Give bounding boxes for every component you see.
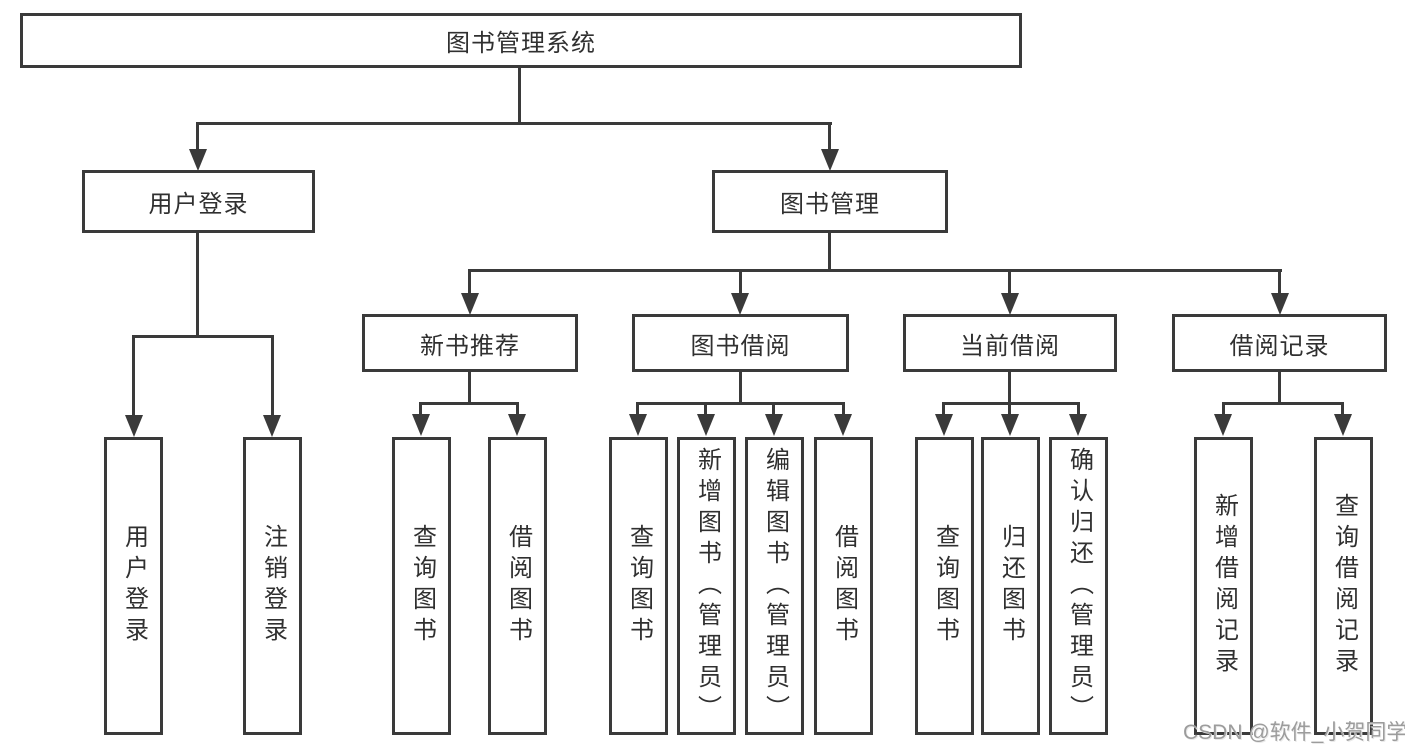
connector-groupC-shaft-3 bbox=[1077, 402, 1080, 418]
arrow-head bbox=[731, 293, 749, 315]
node-root-label: 图书管理系统 bbox=[446, 30, 596, 57]
connector-groupC-bar bbox=[942, 402, 1080, 405]
connector-book-mgmt-bar bbox=[468, 269, 1282, 272]
connector-groupD-trunk bbox=[1278, 372, 1281, 404]
arrow-head bbox=[765, 414, 783, 436]
connector-groupB-trunk bbox=[739, 372, 742, 404]
leaf-user-login-label: 用户登录 bbox=[120, 524, 148, 648]
connector-groupC-shaft-1 bbox=[942, 402, 945, 418]
connector-root-trunk bbox=[518, 68, 521, 122]
connector-groupD-bar bbox=[1222, 402, 1344, 405]
connector-l3-shaft-4 bbox=[1278, 269, 1281, 297]
connector-groupB-bar bbox=[636, 402, 845, 405]
arrow-head bbox=[1001, 293, 1019, 315]
connector-groupB-shaft-3 bbox=[772, 402, 775, 418]
leaf-current-query-books: 查询图书 bbox=[915, 437, 974, 735]
leaf-borrow-edit-books-admin-label: 编辑图书（管理员） bbox=[761, 446, 789, 726]
node-borrow-records-label: 借阅记录 bbox=[1229, 332, 1330, 360]
leaf-borrow-borrow-books-label: 借阅图书 bbox=[830, 524, 858, 648]
connector-root-right-shaft bbox=[828, 122, 831, 152]
connector-user-login-bar bbox=[132, 335, 274, 338]
csdn-watermark: CSDN @软件_小贺同学 bbox=[1183, 721, 1405, 744]
leaf-logout-label: 注销登录 bbox=[259, 524, 287, 648]
leaf-records-query-record: 查询借阅记录 bbox=[1314, 437, 1373, 735]
leaf-records-add-record-label: 新增借阅记录 bbox=[1210, 493, 1238, 679]
connector-groupC-trunk bbox=[1008, 372, 1011, 404]
connector-groupA-trunk bbox=[468, 372, 471, 404]
node-current-borrow: 当前借阅 bbox=[903, 314, 1117, 372]
arrow-head bbox=[1001, 414, 1019, 436]
arrow-head bbox=[189, 149, 207, 171]
connector-groupD-shaft-2 bbox=[1341, 402, 1344, 418]
connector-user-login-shaft-2 bbox=[271, 335, 274, 419]
node-new-book-recommend: 新书推荐 bbox=[362, 314, 578, 372]
leaf-borrow-add-books-admin: 新增图书（管理员） bbox=[677, 437, 736, 735]
leaf-records-query-record-label: 查询借阅记录 bbox=[1330, 493, 1358, 679]
node-user-login: 用户登录 bbox=[82, 170, 315, 233]
node-root: 图书管理系统 bbox=[20, 13, 1022, 68]
leaf-current-return-books: 归还图书 bbox=[981, 437, 1040, 735]
leaf-current-confirm-return-admin: 确认归还（管理员） bbox=[1049, 437, 1108, 735]
leaf-logout: 注销登录 bbox=[243, 437, 302, 735]
connector-user-login-shaft-1 bbox=[132, 335, 135, 419]
connector-groupC-shaft-2 bbox=[1008, 402, 1011, 418]
arrow-head bbox=[263, 415, 281, 437]
leaf-borrow-query-books-label: 查询图书 bbox=[625, 524, 653, 648]
connector-user-login-trunk bbox=[196, 233, 199, 338]
node-book-management-label: 图书管理 bbox=[780, 191, 880, 218]
arrow-head bbox=[412, 414, 430, 436]
node-borrow-records: 借阅记录 bbox=[1172, 314, 1387, 372]
connector-groupB-shaft-2 bbox=[704, 402, 707, 418]
leaf-borrow-edit-books-admin: 编辑图书（管理员） bbox=[745, 437, 804, 735]
connector-l3-shaft-1 bbox=[468, 269, 471, 297]
connector-groupB-shaft-4 bbox=[842, 402, 845, 418]
connector-book-mgmt-trunk bbox=[828, 233, 831, 272]
arrow-head bbox=[629, 414, 647, 436]
arrow-head bbox=[834, 414, 852, 436]
leaf-borrow-borrow-books: 借阅图书 bbox=[814, 437, 873, 735]
leaf-records-add-record: 新增借阅记录 bbox=[1194, 437, 1253, 735]
leaf-recommend-borrow-books: 借阅图书 bbox=[488, 437, 547, 735]
arrow-head bbox=[1069, 414, 1087, 436]
leaf-borrow-add-books-admin-label: 新增图书（管理员） bbox=[693, 446, 721, 726]
leaf-borrow-query-books: 查询图书 bbox=[609, 437, 668, 735]
connector-groupD-shaft-1 bbox=[1222, 402, 1225, 418]
arrow-head bbox=[697, 414, 715, 436]
leaf-current-confirm-return-admin-label: 确认归还（管理员） bbox=[1065, 446, 1093, 726]
node-book-borrow: 图书借阅 bbox=[632, 314, 849, 372]
node-user-login-label: 用户登录 bbox=[148, 191, 249, 218]
arrow-head bbox=[935, 414, 953, 436]
node-book-management: 图书管理 bbox=[712, 170, 948, 233]
leaf-recommend-borrow-books-label: 借阅图书 bbox=[504, 524, 532, 648]
connector-groupA-bar bbox=[419, 402, 519, 405]
node-book-borrow-label: 图书借阅 bbox=[690, 332, 791, 360]
node-current-borrow-label: 当前借阅 bbox=[960, 332, 1060, 360]
node-new-book-recommend-label: 新书推荐 bbox=[420, 332, 520, 360]
connector-root-bar bbox=[197, 122, 832, 125]
connector-l3-shaft-2 bbox=[739, 269, 742, 297]
connector-groupB-shaft-1 bbox=[636, 402, 639, 418]
leaf-user-login: 用户登录 bbox=[104, 437, 163, 735]
arrow-head bbox=[821, 149, 839, 171]
arrow-head bbox=[1214, 414, 1232, 436]
arrow-head bbox=[1271, 293, 1289, 315]
leaf-recommend-query-books: 查询图书 bbox=[392, 437, 451, 735]
connector-l3-shaft-3 bbox=[1008, 269, 1011, 297]
leaf-recommend-query-books-label: 查询图书 bbox=[408, 524, 436, 648]
connector-groupA-shaft-1 bbox=[419, 402, 422, 418]
connector-groupA-shaft-2 bbox=[516, 402, 519, 418]
arrow-head bbox=[1334, 414, 1352, 436]
arrow-head bbox=[461, 293, 479, 315]
leaf-current-query-books-label: 查询图书 bbox=[931, 524, 959, 648]
connector-root-left-shaft bbox=[196, 122, 199, 152]
leaf-current-return-books-label: 归还图书 bbox=[997, 524, 1025, 648]
arrow-head bbox=[508, 414, 526, 436]
arrow-head bbox=[125, 415, 143, 437]
